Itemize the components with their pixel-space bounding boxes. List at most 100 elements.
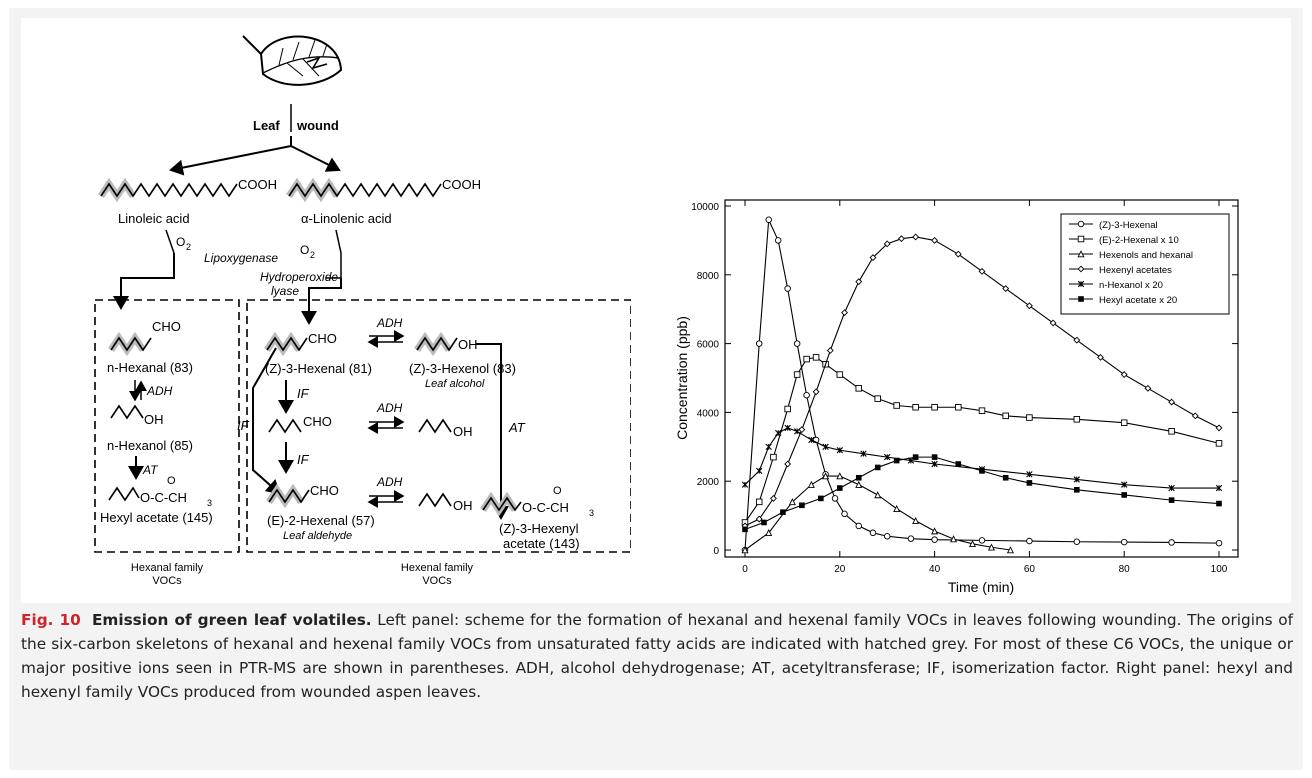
data-point: [1191, 412, 1199, 420]
data-point: [869, 529, 877, 537]
data-point: [1025, 302, 1033, 310]
o2-arrow-left: [165, 229, 175, 254]
series-line: [744, 236, 1220, 527]
e2-hexenol-structure: [418, 492, 452, 508]
data-point: [1168, 539, 1175, 546]
linolenic-label: α-Linolenic acid: [301, 211, 392, 226]
e3-hexenal-structure: [268, 418, 302, 434]
data-point: [836, 371, 844, 378]
x-tick-label: 20: [834, 564, 846, 575]
adh-label-2: ADH: [376, 316, 403, 330]
data-point: [841, 510, 848, 518]
data-point: [931, 454, 938, 460]
n-hexanol-oh: OH: [144, 412, 164, 427]
data-point: [855, 480, 863, 488]
y-tick-label: 6000: [697, 340, 720, 351]
series-3: [741, 233, 1223, 530]
x-tick-label: 0: [742, 564, 748, 575]
if-label-2: IF: [297, 452, 310, 467]
data-point: [978, 407, 986, 414]
biosynthesis-scheme: Leaf wound COOH Linoleic acid COOH α-Lin…: [94, 35, 631, 587]
data-point: [799, 502, 805, 509]
legend: (Z)-3-Hexenal(E)-2-Hexenal x 10Hexenols …: [1060, 213, 1230, 315]
o2-right-sub: 2: [310, 250, 315, 260]
data-point: [765, 216, 772, 224]
series-line: [744, 217, 1220, 551]
y-tick-label: 2000: [697, 477, 720, 488]
data-point: [812, 354, 820, 361]
hexyl-acetate-sub: 3: [207, 498, 212, 508]
data-point: [822, 443, 829, 450]
data-point: [1073, 416, 1081, 423]
data-point: [912, 454, 919, 460]
data-point: [841, 309, 848, 317]
data-point: [741, 546, 749, 554]
data-point: [907, 535, 915, 542]
data-point: [803, 391, 810, 399]
data-point: [1144, 384, 1152, 392]
data-point: [893, 457, 900, 464]
n-hexanol-label: n-Hexanol (85): [107, 438, 193, 453]
data-point: [836, 447, 843, 454]
caption-body: Left panel: scheme for the formation of …: [21, 611, 1293, 701]
data-point: [1026, 471, 1033, 478]
at-arrow-2: [476, 343, 509, 520]
data-point: [1215, 484, 1223, 492]
data-point: [931, 403, 938, 411]
data-point: [1121, 481, 1128, 488]
hexanal-family-box: [94, 299, 240, 553]
legend-entry: Hexenyl acetates: [1099, 265, 1172, 276]
at-label-2: AT: [508, 420, 526, 435]
x-tick-label: 100: [1211, 564, 1228, 575]
y-axis-label: Concentration (ppb): [674, 316, 690, 440]
n-hexanol-structure: [110, 404, 144, 420]
data-point: [1215, 539, 1223, 547]
o2-arrow-right: [326, 229, 342, 279]
data-point: [1121, 492, 1127, 498]
legend-entry: (Z)-3-Hexenal: [1099, 220, 1158, 231]
data-point: [1074, 487, 1080, 493]
data-point: [1168, 398, 1176, 406]
x-axis-label: Time (min): [948, 579, 1014, 595]
y-tick-label: 0: [713, 546, 719, 557]
data-point: [912, 516, 920, 525]
series-4: [741, 424, 1223, 492]
data-point: [931, 536, 938, 543]
figure-panel: Leaf wound COOH Linoleic acid COOH α-Lin…: [21, 18, 1291, 603]
linolenic-acid-structure: [286, 177, 442, 203]
z3-hexenyl-acetate-ester: O-C-CH: [522, 500, 569, 515]
legend-marker: [1077, 235, 1085, 243]
data-point: [826, 347, 834, 354]
legend-entry: (E)-2-Hexenal x 10: [1099, 235, 1179, 246]
data-point: [1097, 353, 1104, 361]
data-point: [755, 515, 763, 523]
series-0: [741, 216, 1223, 554]
data-point: [979, 468, 985, 474]
data-point: [770, 494, 777, 502]
z3-hexenol-label: (Z)-3-Hexenol (83): [409, 361, 516, 376]
y-tick-label: 4000: [697, 408, 720, 419]
x-tick-label: 80: [1119, 564, 1131, 575]
n-hexanal-structure: [110, 336, 152, 352]
hpl-label-1: Hydroperoxide: [260, 270, 338, 284]
data-point: [978, 537, 986, 544]
data-point: [1002, 474, 1009, 481]
data-point: [897, 235, 905, 243]
series-2: [741, 472, 1014, 554]
x-tick-label: 60: [1024, 564, 1036, 575]
e2-hexenol-oh: OH: [453, 498, 473, 513]
data-point: [955, 403, 962, 411]
linolenic-cooh: COOH: [442, 177, 481, 192]
data-point: [855, 278, 863, 286]
series-lines: [741, 216, 1223, 554]
hexenal-family-label-2: VOCs: [422, 575, 452, 587]
data-point: [883, 532, 891, 540]
data-point: [831, 495, 839, 502]
data-point: [893, 504, 901, 512]
z3-hexenyl-acetate-label-2: acetate (143): [503, 536, 580, 551]
caption-title: Emission of green leaf volatiles.: [91, 611, 372, 629]
data-point: [793, 371, 801, 378]
data-point: [855, 474, 862, 481]
arrow-to-hexanal: [113, 253, 175, 310]
at-label-1: AT: [142, 463, 159, 477]
